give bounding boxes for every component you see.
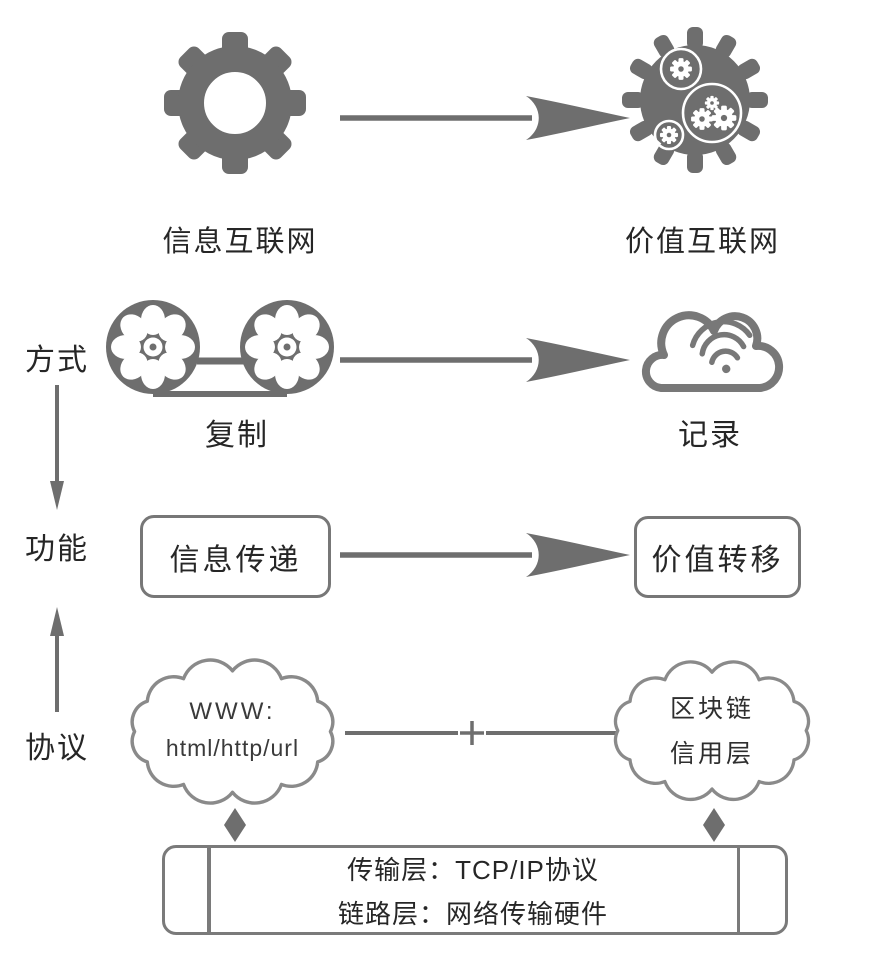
label-information-internet: 信息互联网 bbox=[162, 226, 318, 258]
trust-layer-label: 信用层 bbox=[669, 739, 754, 768]
blockchain-label: 区块链 bbox=[669, 694, 754, 723]
label-value-internet: 价值互联网 bbox=[624, 226, 780, 258]
diamond-connector-icon bbox=[224, 808, 246, 842]
right-divider bbox=[736, 848, 740, 932]
axis-label-protocol: 协议 bbox=[25, 732, 89, 765]
label-record: 记录 bbox=[678, 419, 742, 452]
arrow-up-icon bbox=[50, 607, 64, 712]
left-divider bbox=[207, 848, 211, 932]
info-transfer-label: 信息传递 bbox=[169, 543, 302, 577]
www-protocols-label: html/http/url bbox=[165, 735, 300, 761]
film-reels-icon bbox=[106, 300, 334, 397]
thought-cloud-icon bbox=[130, 658, 335, 805]
axis-label-function: 功能 bbox=[25, 533, 89, 566]
label-copy: 复制 bbox=[205, 419, 269, 452]
axis-label-method: 方式 bbox=[25, 344, 89, 377]
plus-connector-icon bbox=[345, 721, 617, 745]
arrow-right-icon bbox=[340, 96, 630, 140]
arrow-right-icon bbox=[340, 533, 630, 577]
transport-layer-label: 传输层：TCP/IP协议 bbox=[347, 854, 599, 885]
arrow-down-icon bbox=[50, 385, 64, 510]
thought-cloud-icon bbox=[613, 660, 811, 802]
info-transfer-box: 信息传递 bbox=[140, 515, 331, 598]
value-transfer-box: 价值转移 bbox=[634, 516, 801, 598]
value-transfer-label: 价值转移 bbox=[651, 544, 784, 577]
diamond-connector-icon bbox=[703, 808, 725, 842]
gear-cluster-icon bbox=[622, 27, 768, 173]
cloud-wifi-icon bbox=[642, 311, 784, 392]
blockchain-cloud: 区块链 信用层 bbox=[598, 660, 826, 806]
transport-link-layer-box: 传输层：TCP/IP协议 链路层：网络传输硬件 bbox=[162, 845, 788, 935]
gear-icon bbox=[164, 32, 306, 174]
link-layer-label: 链路层：网络传输硬件 bbox=[337, 898, 608, 929]
www-label: WWW: bbox=[189, 698, 276, 725]
www-cloud: WWW: html/http/url bbox=[115, 658, 350, 810]
arrow-right-icon bbox=[340, 338, 630, 382]
